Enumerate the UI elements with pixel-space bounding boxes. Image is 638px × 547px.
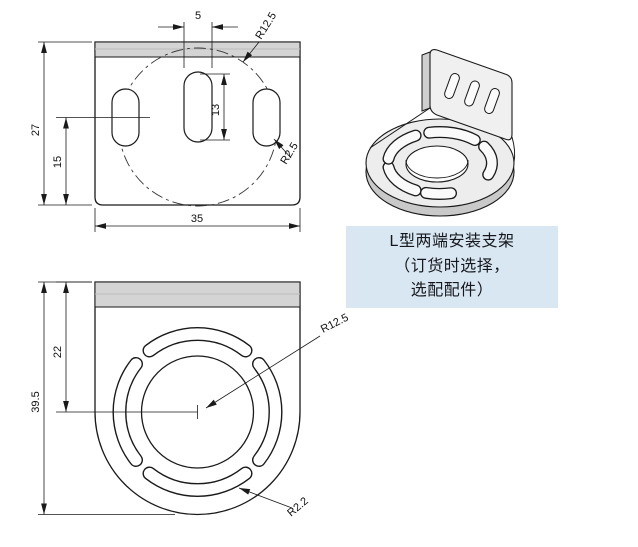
dim-label-bottom-overall-height: 39.5: [30, 391, 42, 412]
top-view-right-slot: [252, 88, 281, 147]
dim-label-overall-height: 27: [30, 124, 42, 136]
iso-bend-right-line: [511, 136, 516, 163]
iso-center-hole: [405, 145, 469, 183]
bottom-view-dimensions: [38, 281, 321, 515]
dim-label-slot-center-height: 15: [52, 156, 64, 168]
callout-line-1: L型两端安装支架: [389, 232, 515, 250]
dim-label-curved-slot-radius: R2.2: [285, 495, 311, 519]
dim-label-corner-radius: R12.5: [253, 10, 279, 41]
iso-flange-slots: [444, 73, 500, 114]
top-view-dimensions: [38, 22, 301, 232]
dim-label-hole-radius: R12.5: [319, 312, 351, 336]
bottom-view: 22 39.5 R12.5 R2.2: [30, 281, 351, 519]
callout-box: L型两端安装支架 （订货时选择， 选配配件）: [346, 226, 558, 308]
top-view-center-slot: [183, 71, 213, 143]
iso-hole-inner-wall: [405, 159, 469, 179]
dim-label-slot-length: 13: [210, 104, 222, 116]
callout-line-2: （订货时选择，: [394, 257, 510, 275]
dim-label-center-offset: 22: [52, 346, 64, 358]
iso-bend-left-line: [369, 107, 431, 149]
isometric-view: [365, 49, 516, 217]
iso-flange-side-face: [421, 51, 431, 112]
dim-label-slot-width: 5: [195, 10, 201, 22]
top-view: 5 R12.5 27 15 13 R2.5 35: [30, 10, 301, 232]
iso-plate-slots: [382, 126, 498, 200]
dim-label-overall-width: 35: [191, 213, 203, 225]
callout-line-3: 选配配件）: [410, 282, 494, 300]
